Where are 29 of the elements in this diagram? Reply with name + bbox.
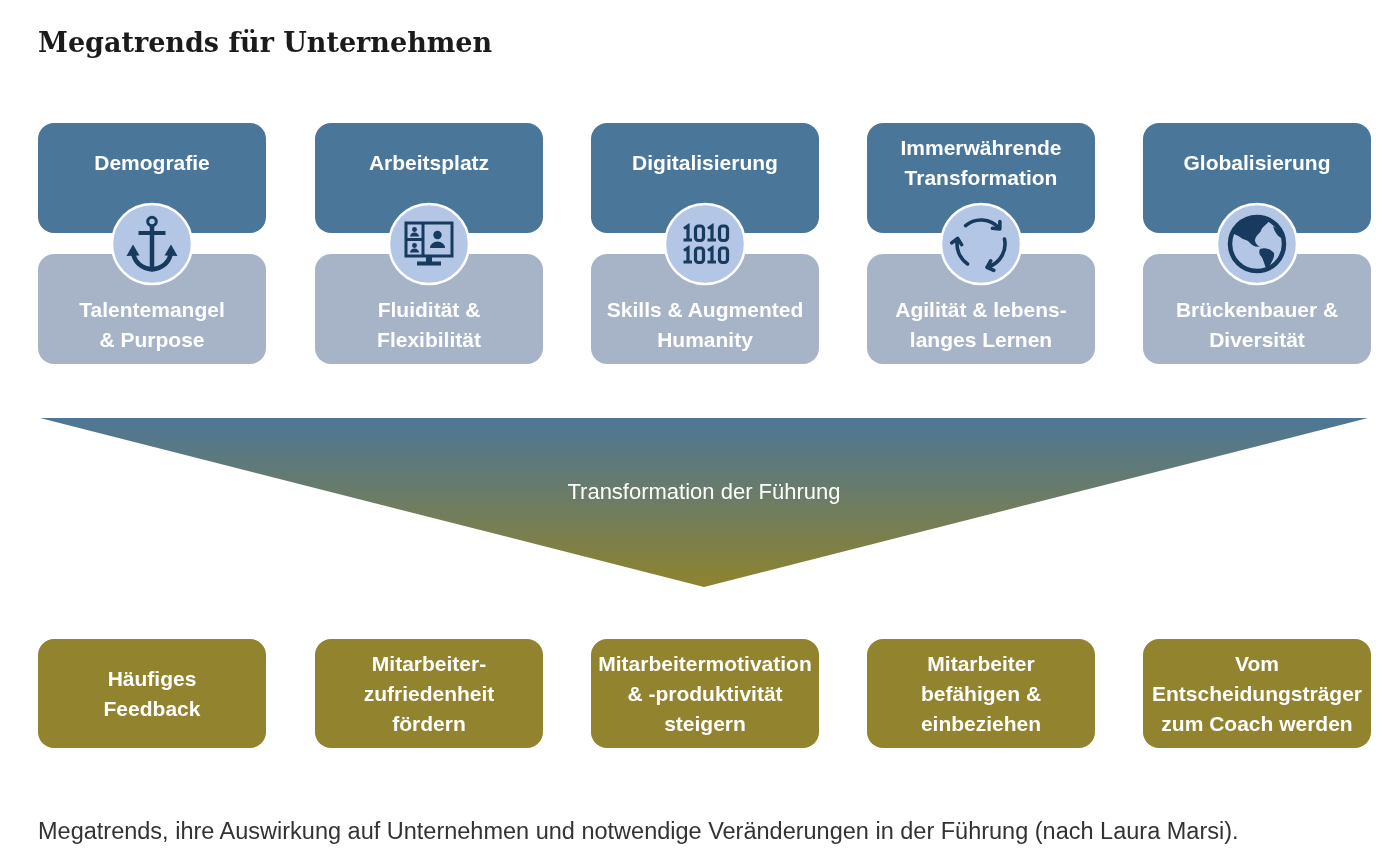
impact-label: Agilität & lebens- langes Lernen [895, 298, 1067, 351]
trend-label: Immerwährende Transformation [900, 136, 1062, 189]
trend-card [591, 123, 819, 233]
trend-card [1143, 123, 1371, 233]
impact-label: Fluidität & Flexibilität [377, 298, 481, 351]
action-card [38, 639, 266, 748]
action-label: Vom Entscheidungsträger zum Coach werden [1151, 651, 1362, 735]
trend-card [867, 123, 1095, 233]
trend-card [38, 123, 266, 233]
page-title: Megatrends für Unternehmen [38, 26, 493, 60]
banner-label: Transformation der Führung [567, 479, 841, 504]
action-label: Mitarbeiter- zufriedenheit fördern [363, 651, 495, 735]
action-label: Mitarbeiter befähigen & einbeziehen [920, 651, 1042, 735]
figure-caption: Megatrends, ihre Auswirkung auf Unternehmen und notwendige Veränderungen in der Führung (nach Laura Marsi). [38, 817, 1239, 846]
impact-label: Skills & Augmented Humanity [606, 298, 804, 351]
trend-label: Digitalisierung [632, 151, 778, 174]
trend-label: Arbeitsplatz [368, 151, 490, 174]
action-card [591, 639, 819, 748]
trend-label: Demografie [94, 151, 210, 174]
impact-label: Talentemangel & Purpose [79, 298, 225, 351]
action-card [1143, 639, 1371, 748]
trend-card [315, 123, 543, 233]
action-label: Häufiges Feedback [103, 666, 201, 720]
action-card [867, 639, 1095, 748]
impact-label: Brückenbauer & Diversität [1175, 298, 1339, 351]
funnel-banner [40, 418, 1368, 587]
action-card [315, 639, 543, 748]
action-label: Mitarbeitermotivation & -produktivität steigern [598, 651, 812, 735]
trend-label: Globalisierung [1183, 151, 1331, 174]
